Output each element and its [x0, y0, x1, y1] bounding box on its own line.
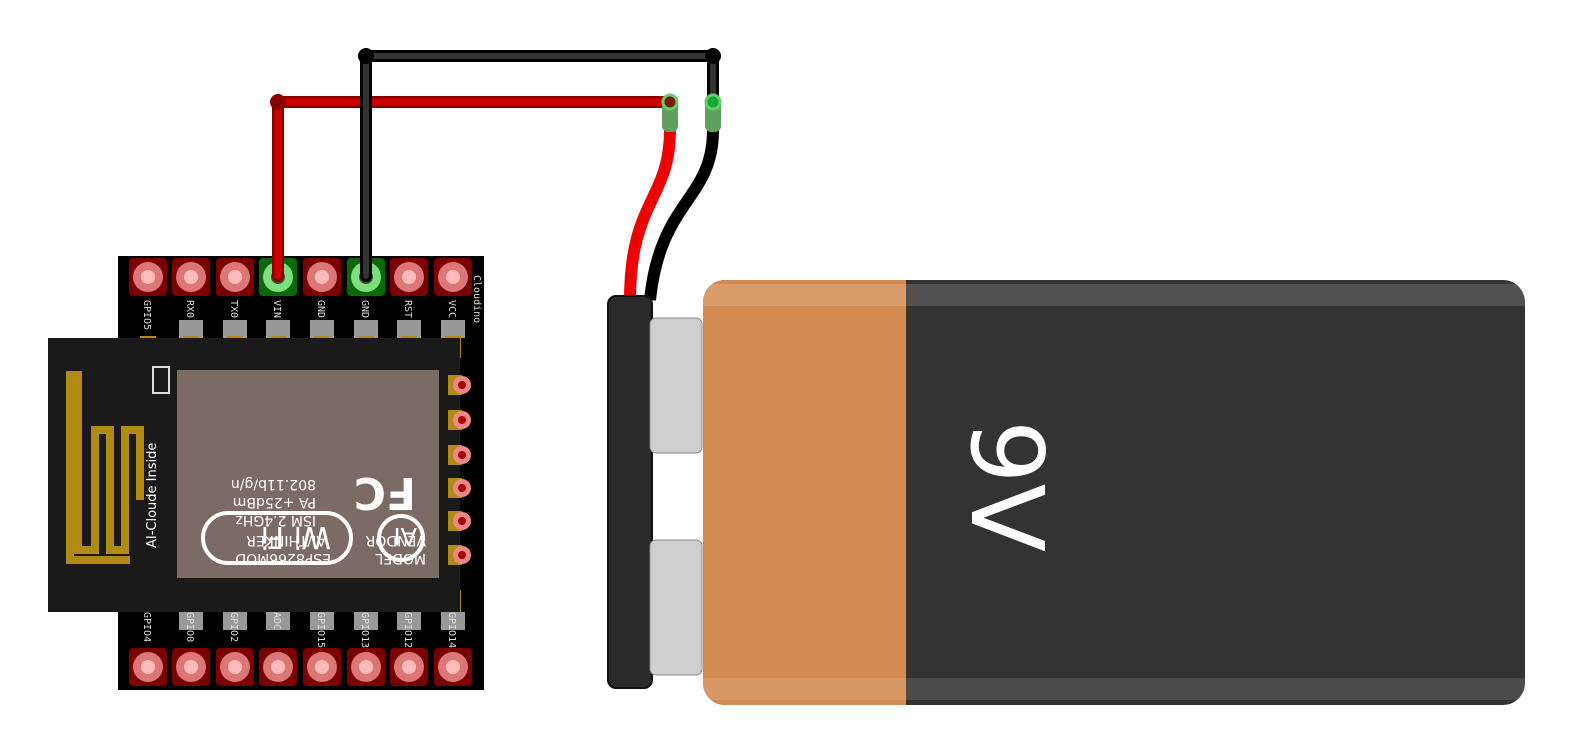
pin-label: TX0	[228, 300, 239, 318]
side-pad	[448, 478, 471, 498]
board-name: Cloudino	[471, 275, 482, 323]
ai-logo-text: AI	[394, 522, 418, 550]
side-pad	[448, 375, 471, 395]
pin-gpio14-bottom[interactable]: GPIO14	[434, 590, 472, 686]
red-wire[interactable]	[270, 94, 676, 282]
battery-label: 9V	[948, 420, 1065, 552]
pin-label: GPIO13	[359, 612, 370, 648]
vendor-value: AI/THINKER	[246, 532, 326, 548]
fcc-logo: FC	[354, 467, 416, 518]
pin-label: GPIO12	[402, 612, 413, 648]
pin-gnd-top[interactable]: GND	[303, 258, 341, 358]
side-pad	[448, 445, 471, 465]
wifi-logo	[201, 511, 353, 565]
shield-can	[177, 370, 439, 578]
pin-label: RST	[402, 300, 413, 318]
pin-label: VIN	[271, 300, 282, 318]
ism-text: ISM 2.4GHz	[235, 512, 316, 528]
pin-gpio5-top[interactable]: GPIO5	[129, 258, 167, 358]
pin-label: GPIO4	[141, 612, 152, 642]
pin-label: GPIO0	[184, 612, 195, 642]
black-wire[interactable]	[358, 48, 721, 282]
battery-leads	[624, 93, 722, 301]
pin-adc-bottom[interactable]: ADC	[259, 590, 297, 686]
pin-label: GPIO5	[141, 300, 152, 330]
antenna-label: AI-Cloude Inside	[145, 443, 160, 548]
antenna-trace	[66, 371, 144, 564]
side-pad	[448, 410, 471, 430]
wifi-logo-text: Wi Fi	[261, 519, 331, 554]
esp8266-module: AI-Cloude Inside MODEL ESP8266MOD VENDOR…	[48, 338, 471, 612]
pin-label: GPIO15	[315, 612, 326, 648]
pin-gpio0-bottom[interactable]: GPIO0	[172, 590, 210, 686]
cloudino-board[interactable]: GPIO5 RX0 TX0 VIN GND GND RST VCC GPIO4 GPIO0 GPI…	[48, 256, 484, 690]
pin-label: GND	[359, 300, 370, 318]
battery-body	[703, 280, 1525, 705]
wifi-std-text: 802.11b/g/n	[231, 476, 316, 492]
pa-text: PA +25dBm	[233, 494, 316, 510]
side-pad	[448, 511, 471, 531]
side-pad	[448, 545, 471, 565]
pin-label: RX0	[184, 300, 195, 318]
pin-label: GND	[315, 300, 326, 318]
pin-gpio13-bottom[interactable]: GPIO13	[347, 590, 385, 686]
battery-band	[703, 280, 906, 705]
pin-label: VCC	[446, 300, 457, 318]
ai-logo	[377, 514, 425, 562]
pin-label: GPIO2	[228, 612, 239, 642]
pin-label: ADC	[271, 612, 282, 630]
pin-label: GPIO14	[446, 612, 457, 648]
battery-9v[interactable]: 9V	[607, 280, 1525, 705]
